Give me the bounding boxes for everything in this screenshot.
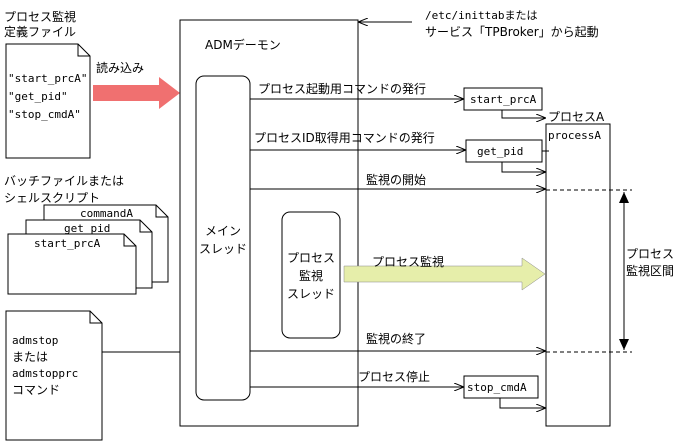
monitor-start-label: 監視の開始 <box>366 172 426 187</box>
main-thread-label-1: メイン <box>205 224 241 238</box>
interval-label-1: プロセス <box>626 247 674 261</box>
getpid-command-label: プロセスID取得用コマンドの発行 <box>254 130 435 145</box>
getpid-to-process-arrow <box>501 162 545 172</box>
monitor-thread-label-2: 監視 <box>299 268 323 283</box>
daemon-start-note-2: サービス「TPBroker」から起動 <box>425 25 599 39</box>
interval-bottom-arrowhead <box>619 339 629 350</box>
admstop-line-4: コマンド <box>12 383 60 397</box>
stop-command-label: プロセス停止 <box>358 369 430 384</box>
admstop-command-document <box>5 310 103 441</box>
start-prcA-box <box>463 87 543 111</box>
process-a-label-en: processA <box>548 129 601 142</box>
admstop-line-1: admstop <box>12 334 58 347</box>
batch-title-2: シェルスクリプト <box>4 191 100 205</box>
interval-top-arrowhead <box>619 192 629 203</box>
definition-entry-getpid: "get_pid" <box>8 90 68 103</box>
main-thread-box <box>195 75 251 401</box>
stop-cmdA-box <box>463 375 539 399</box>
read-arrow <box>93 77 180 109</box>
read-label: 読み込み <box>96 60 144 75</box>
start-command-label: プロセス起動用コマンドの発行 <box>258 82 426 96</box>
admstop-line-2: または <box>12 350 48 364</box>
admstop-line-3: admstopprc <box>12 367 78 380</box>
process-a-label-ja: プロセスA <box>548 110 605 124</box>
stop-to-process-arrow <box>499 398 545 408</box>
definition-file-document <box>5 43 91 159</box>
monitoring-arrow <box>343 257 546 291</box>
process-a-box <box>545 123 611 427</box>
main-thread-label-2: スレッド <box>199 242 247 256</box>
start-prcA-label: start_prcA <box>470 93 537 106</box>
adm-daemon-title: ADMデーモン <box>205 37 281 52</box>
batch-file-start-prcA-label: start_prcA <box>34 237 101 250</box>
definition-file-title-2: 定義ファイル <box>4 24 76 39</box>
stop-cmdA-label: stop_cmdA <box>467 381 527 394</box>
monitoring-label: プロセス監視 <box>372 254 444 269</box>
start-to-process-arrow <box>501 110 545 118</box>
getpid-label: get_pid <box>477 145 523 158</box>
batch-file-start-prcA: start_prcA <box>7 233 137 295</box>
daemon-start-note-1: /etc/inittabまたは <box>425 9 537 22</box>
monitor-thread-label-1: プロセス <box>287 251 335 265</box>
batch-title-1: バッチファイルまたは <box>4 174 124 188</box>
definition-entry-stop: "stop_cmdA" <box>8 108 81 121</box>
monitor-thread-label-3: スレッド <box>287 287 335 301</box>
batch-file-commandA-label: commandA <box>80 207 133 220</box>
batch-file-getpid-label: get_pid <box>64 222 110 235</box>
definition-entry-start: "start_prcA" <box>8 72 87 85</box>
definition-file-title-1: プロセス監視 <box>4 9 76 24</box>
interval-label-2: 監視区間 <box>626 263 674 278</box>
monitor-thread-box <box>281 211 341 339</box>
monitor-end-label: 監視の終了 <box>366 331 426 346</box>
